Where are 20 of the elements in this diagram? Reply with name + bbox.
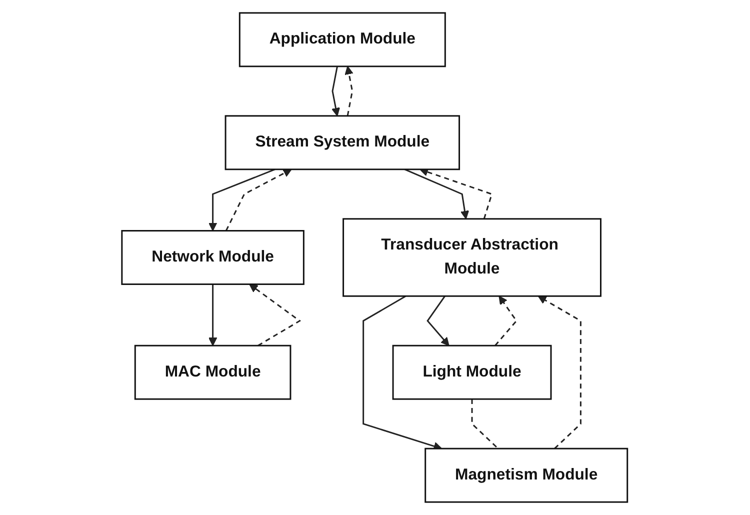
arrow [362,295,442,450]
connector [472,399,499,450]
arrow [427,296,450,346]
arrow [345,66,354,116]
arrow [538,296,582,450]
arrow [494,296,518,346]
node-box: Light Module [392,344,552,400]
arrow [420,168,494,220]
arrow [226,168,292,232]
node-box: Stream System Module [225,115,460,170]
node-box: Network Module [122,230,305,285]
node-box: Application Module [239,12,446,68]
arrow [208,168,276,232]
arrow [332,66,340,116]
arrow [249,284,302,346]
arrow [208,284,218,346]
arrow [404,168,470,220]
node-box: Magnetism Module [424,448,628,503]
node-box: MAC Module [134,344,292,400]
node-box: Transducer Abstraction Module [342,218,602,297]
